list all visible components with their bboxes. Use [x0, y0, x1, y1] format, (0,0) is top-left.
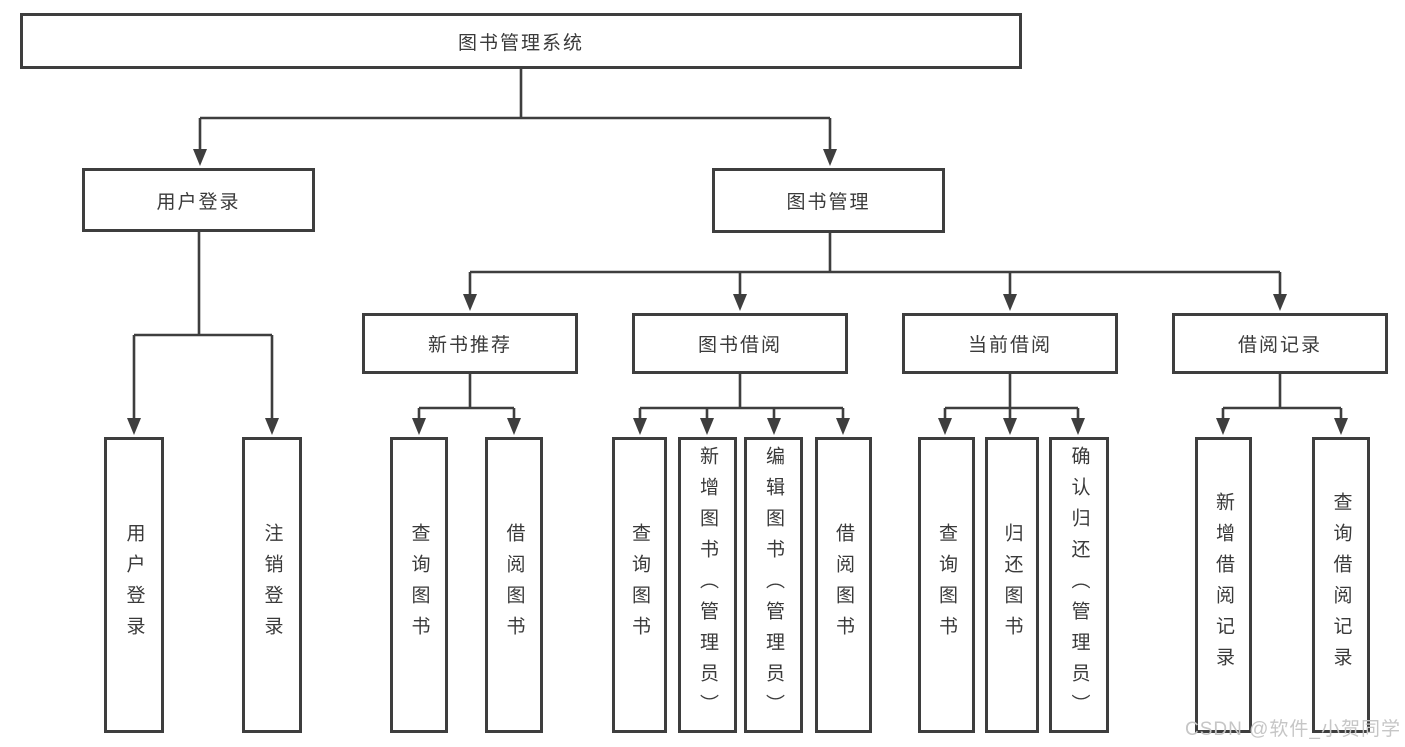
node-leaf-add-book-admin: 新增图书（管理员）: [678, 437, 737, 733]
node-current-borrow: 当前借阅: [902, 313, 1118, 374]
csdn-watermark: CSDN @软件_小贺同学: [1185, 719, 1401, 740]
node-leaf-confirm-return-admin: 确认归还（管理员）: [1049, 437, 1109, 733]
node-leaf-query-books-borrow: 查询图书: [612, 437, 667, 733]
connector-login-to-leaves: [132, 232, 274, 422]
node-leaf-logout: 注销登录: [242, 437, 302, 733]
node-label: 新增借阅记录: [1213, 492, 1234, 678]
node-label: 查询图书: [629, 523, 650, 647]
node-book-borrow: 图书借阅: [632, 313, 848, 374]
connector-records-to-leaves: [1221, 374, 1343, 422]
connector-recommend-to-leaves: [417, 374, 516, 422]
node-leaf-edit-book-admin: 编辑图书（管理员）: [744, 437, 803, 733]
node-label: 查询图书: [936, 523, 957, 647]
node-root: 图书管理系统: [20, 13, 1022, 69]
node-leaf-borrow-books-recommend: 借阅图书: [485, 437, 543, 733]
node-label: 用户登录: [123, 523, 145, 647]
node-book-management-branch: 图书管理: [712, 168, 945, 233]
node-label: 新增图书（管理员）: [697, 445, 718, 725]
arrowheads: [127, 149, 1348, 435]
node-borrow-records: 借阅记录: [1172, 313, 1388, 374]
connector-root-to-level1: [198, 69, 832, 153]
node-leaf-query-books-recommend: 查询图书: [390, 437, 448, 733]
node-leaf-query-borrow-record: 查询借阅记录: [1312, 437, 1370, 733]
node-leaf-user-login: 用户登录: [104, 437, 164, 733]
node-label: 图书管理系统: [457, 32, 584, 54]
node-label: 查询借阅记录: [1330, 492, 1352, 678]
node-label: 注销登录: [261, 523, 283, 647]
node-label: 确认归还（管理员）: [1068, 445, 1090, 725]
node-leaf-add-borrow-record: 新增借阅记录: [1195, 437, 1252, 733]
node-label: 归还图书: [1001, 523, 1023, 647]
connector-borrow-to-leaves: [638, 374, 845, 422]
node-label: 图书管理: [786, 192, 871, 213]
connector-current-to-leaves: [943, 374, 1080, 422]
node-label: 查询图书: [408, 523, 430, 647]
node-leaf-borrow-books: 借阅图书: [815, 437, 872, 733]
node-label: 用户登录: [156, 191, 241, 213]
node-label: 借阅图书: [833, 523, 854, 647]
node-label: 图书借阅: [697, 335, 782, 356]
node-new-book-recommend: 新书推荐: [362, 313, 578, 374]
node-label: 借阅图书: [503, 523, 525, 647]
node-label: 当前借阅: [967, 335, 1052, 356]
node-leaf-query-books-current: 查询图书: [918, 437, 975, 733]
node-label: 借阅记录: [1237, 335, 1322, 356]
connector-management-to-level2: [468, 233, 1282, 298]
node-leaf-return-book: 归还图书: [985, 437, 1039, 733]
node-label: 编辑图书（管理员）: [763, 445, 784, 725]
node-user-login-branch: 用户登录: [82, 168, 315, 232]
node-label: 新书推荐: [427, 335, 512, 356]
